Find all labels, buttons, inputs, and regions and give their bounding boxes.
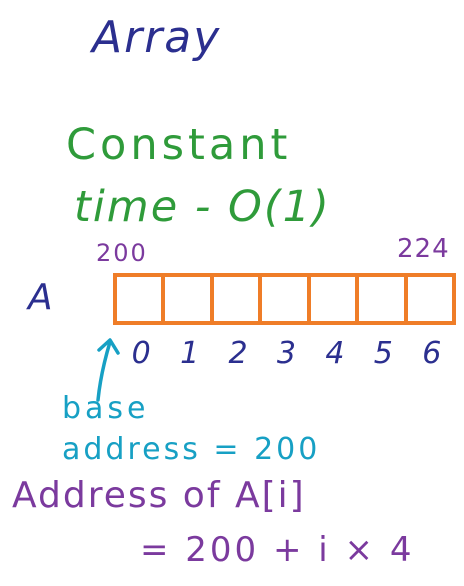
array-cell xyxy=(117,277,166,321)
index-label: 0 xyxy=(131,336,151,371)
start-address-label: 200 xyxy=(96,239,148,267)
array-cell xyxy=(214,277,263,321)
complexity-label-line-1: Constant xyxy=(66,120,292,170)
index-label: 2 xyxy=(228,336,248,371)
array-cells xyxy=(113,273,456,325)
array-cell xyxy=(359,277,408,321)
array-cell xyxy=(408,277,452,321)
array-indices: 0 1 2 3 4 5 6 xyxy=(117,336,456,371)
array-name-label: A xyxy=(28,277,53,318)
array-cell xyxy=(311,277,360,321)
base-address-arrow-icon xyxy=(96,338,120,402)
index-label: 5 xyxy=(373,336,393,371)
address-formula-line-1: Address of A[i] xyxy=(12,475,306,516)
page-title: Array xyxy=(92,12,222,63)
index-label: 3 xyxy=(276,336,297,371)
array-cell xyxy=(262,277,311,321)
index-label: 4 xyxy=(325,336,345,371)
end-address-label: 224 xyxy=(397,234,450,264)
base-address-label-line-1: base xyxy=(62,391,150,426)
index-label: 6 xyxy=(422,336,442,371)
address-formula-line-2: = 200 + i × 4 xyxy=(140,530,415,570)
array-cell xyxy=(165,277,214,321)
index-label: 1 xyxy=(180,336,200,371)
complexity-label-line-2: time - O(1) xyxy=(74,182,331,232)
base-address-label-line-2: address = 200 xyxy=(62,432,321,467)
